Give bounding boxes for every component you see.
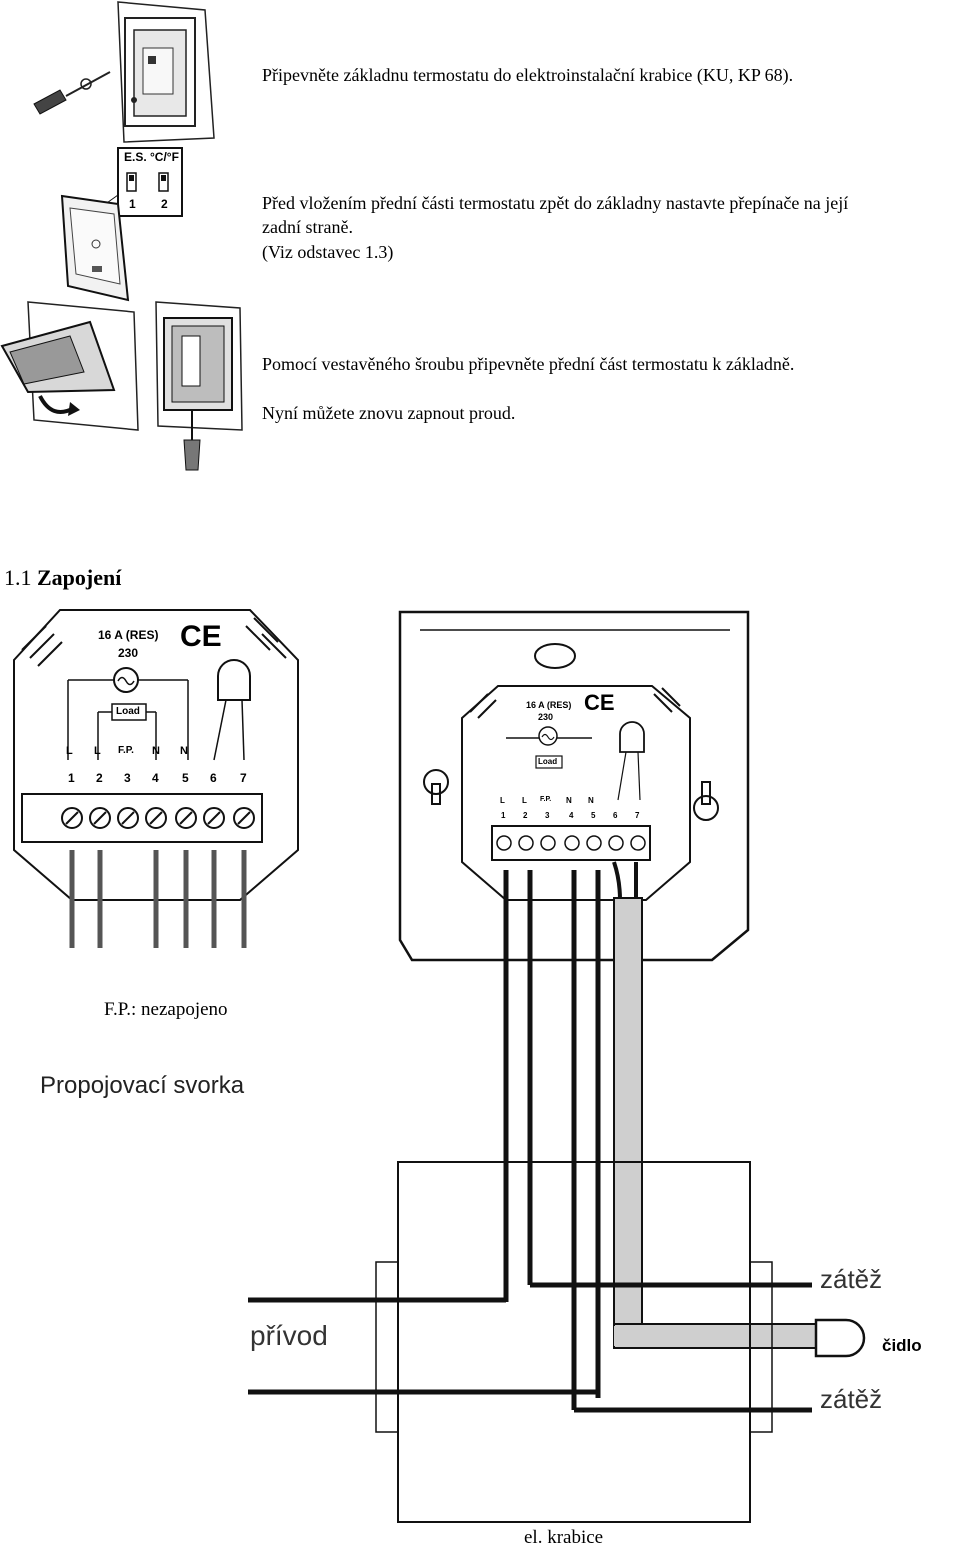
left-voltage: 230 xyxy=(118,646,139,660)
left-terminal-label: F.P. xyxy=(118,745,134,756)
right-terminal-number: 7 xyxy=(635,811,640,820)
box-label: el. krabice xyxy=(524,1527,604,1548)
left-terminal-number: 7 xyxy=(240,771,247,785)
step-2-text-line-1: Před vložením přední části termostatu zp… xyxy=(262,193,849,213)
section-number: 1.1 xyxy=(4,565,32,590)
right-voltage: 230 xyxy=(538,712,554,722)
step-2-text-line-2: zadní straně. xyxy=(262,217,353,237)
load-bottom-label: zátěž xyxy=(820,1384,883,1414)
switch-number-2: 2 xyxy=(161,197,168,211)
left-terminal-number: 5 xyxy=(182,771,189,785)
connector-note: Propojovací svorka xyxy=(40,1072,245,1099)
switch-label-unit: °C/°F xyxy=(150,150,179,164)
right-terminal-number: 2 xyxy=(523,811,528,820)
section-heading: 1.1 Zapojení xyxy=(4,565,121,591)
left-terminal-label: L xyxy=(94,745,101,757)
step-1-text: Připevněte základnu termostatu do elektr… xyxy=(262,65,794,85)
left-ce-mark: CE xyxy=(180,620,222,653)
right-load-label: Load xyxy=(538,757,558,766)
left-rating: 16 A (RES) xyxy=(98,628,159,642)
front-attach-illustration xyxy=(0,301,243,471)
left-terminal-number: 1 xyxy=(68,771,75,785)
left-terminal-diagram xyxy=(13,609,299,948)
step-2-text-line-3: (Viz odstavec 1.3) xyxy=(262,242,394,262)
fp-note: F.P.: nezapojeno xyxy=(104,999,228,1020)
right-terminal-number: 4 xyxy=(569,811,574,820)
left-load-label: Load xyxy=(116,706,140,717)
right-terminal-number: 3 xyxy=(545,811,550,820)
right-terminal-number: 1 xyxy=(501,811,506,820)
switch-label-es: E.S. xyxy=(124,150,147,164)
step-3-text-line-2: Nyní můžete znovu zapnout proud. xyxy=(262,403,516,423)
base-mounting-illustration xyxy=(33,1,215,143)
right-rating: 16 A (RES) xyxy=(526,700,572,710)
left-terminal-label: N xyxy=(180,745,188,757)
left-terminal-number: 2 xyxy=(96,771,103,785)
left-terminal-label: L xyxy=(66,745,73,757)
right-terminal-label: F.P. xyxy=(540,796,552,803)
left-terminal-number: 4 xyxy=(152,771,159,785)
right-terminal-number: 5 xyxy=(591,811,596,820)
left-terminal-label: N xyxy=(152,745,160,757)
right-wiring-diagram xyxy=(248,610,866,1523)
right-terminal-label: N xyxy=(588,796,594,805)
right-terminal-labels: L L F.P. N N 1 2 3 4 5 6 7 xyxy=(496,796,656,826)
left-terminal-number: 6 xyxy=(210,771,217,785)
step-3-text-line-1: Pomocí vestavěného šroubu připevněte pře… xyxy=(262,354,795,374)
sensor-label: čidlo xyxy=(882,1336,922,1355)
left-terminal-labels: L L F.P. N N 1 2 3 4 5 6 7 xyxy=(58,745,258,785)
switch-number-1: 1 xyxy=(129,197,136,211)
supply-label: přívod xyxy=(250,1320,328,1351)
left-terminal-number: 3 xyxy=(124,771,131,785)
right-terminal-number: 6 xyxy=(613,811,618,820)
load-top-label: zátěž xyxy=(820,1264,883,1294)
section-title: Zapojení xyxy=(37,565,122,590)
switch-setting-illustration xyxy=(60,147,183,302)
right-terminal-label: L xyxy=(500,796,505,805)
right-ce-mark: CE xyxy=(584,690,615,715)
right-terminal-label: N xyxy=(566,796,572,805)
right-terminal-label: L xyxy=(522,796,527,805)
